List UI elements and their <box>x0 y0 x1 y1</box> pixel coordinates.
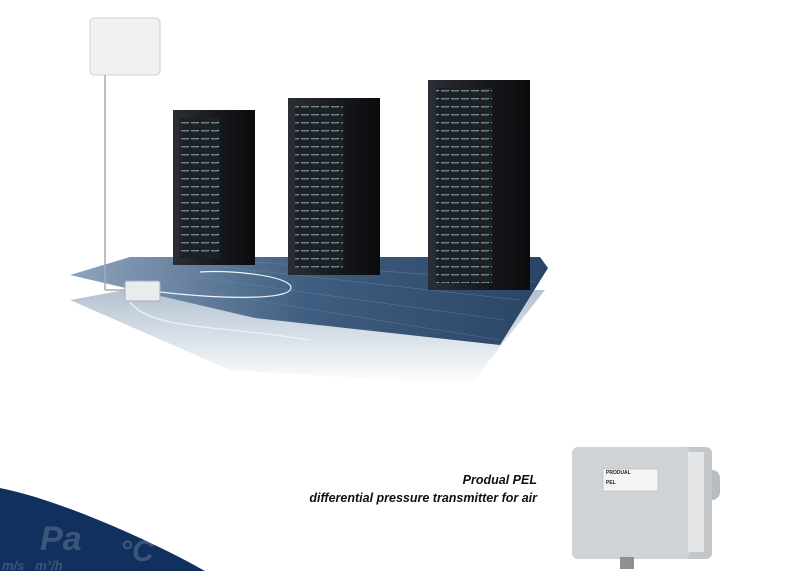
pel-device-image <box>572 447 720 569</box>
server-rack-3 <box>428 80 530 290</box>
server-rack-2 <box>288 98 380 275</box>
device-brand-label: PRODUAL <box>606 470 631 476</box>
watermark-units-top: Pa <box>40 520 82 558</box>
product-title: Produal PEL <box>462 473 537 487</box>
watermark-degree: °C <box>120 535 154 568</box>
watermark-units-bottom: m/s m³/h <box>2 558 63 573</box>
floor-transmitter <box>124 280 161 302</box>
device-model-label: PEL <box>606 480 616 486</box>
wall-sensor <box>89 17 161 76</box>
server-rack-1 <box>173 110 255 265</box>
brand-swoosh <box>0 488 205 571</box>
product-subtitle: differential pressure transmitter for ai… <box>309 491 537 505</box>
